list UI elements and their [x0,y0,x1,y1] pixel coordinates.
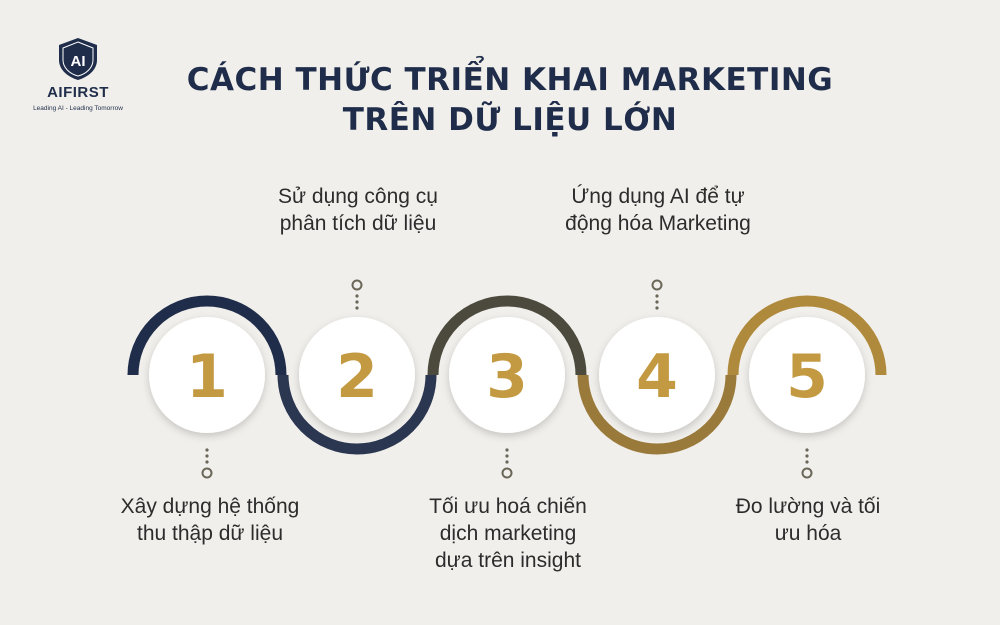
step-text-1: Xây dựng hệ thống thu thập dữ liệu [90,493,330,547]
step-2: 2 [277,279,437,455]
step-text-3: Tối ưu hoá chiến dịch marketing dựa trên… [388,493,628,574]
step-1-arc [127,295,287,376]
step-5-number: 5 [786,342,828,412]
step-2-connector [351,279,363,310]
step-3-line-1: Tối ưu hoá chiến [429,495,587,518]
step-2-number: 2 [336,342,378,412]
step-3-circle [449,317,565,433]
step-5-arc [727,295,887,376]
step-1-connector [201,448,213,479]
step-3-arc [427,295,587,376]
step-text-4: Ứng dụng AI để tự động hóa Marketing [538,183,778,237]
shield-logo-icon: AI [59,38,97,80]
logo-name: AIFIRST [47,84,109,101]
step-5-line-2: ưu hóa [774,522,842,545]
step-4-number: 4 [636,342,678,412]
step-text-2: Sử dụng công cụ phân tích dữ liệu [238,183,478,237]
step-1: 1 [127,295,287,479]
step-1-line-1: Xây dựng hệ thống [120,495,300,518]
step-2-circle [299,317,415,433]
step-1-number: 1 [186,342,228,412]
step-4-line-1: Ứng dụng AI để tự [571,185,745,208]
logo: AI AIFIRST Leading AI - Leading Tomorrow [28,36,128,112]
title-line-1: CÁCH THỨC TRIỂN KHAI MARKETING [186,62,834,98]
step-4-line-2: động hóa Marketing [565,212,751,235]
step-5-connector [801,448,813,479]
step-text-5: Đo lường và tối ưu hóa [688,493,928,547]
title-line-2: TRÊN DỮ LIỆU LỚN [342,102,678,138]
step-4-arc [577,374,737,455]
step-2-arc [277,374,437,455]
step-3-connector [501,448,513,479]
step-4-connector [651,279,663,310]
page-title: CÁCH THỨC TRIỂN KHAI MARKETING TRÊN DỮ L… [160,60,860,140]
step-5-circle [749,317,865,433]
step-2-line-1: Sử dụng công cụ [277,185,438,208]
step-5-line-1: Đo lường và tối [735,495,881,518]
step-3-line-2: dịch marketing [439,522,577,545]
step-1-circle [149,317,265,433]
step-3: 3 [427,295,587,479]
step-4-circle [599,317,715,433]
step-2-line-2: phân tích dữ liệu [279,212,437,235]
step-3-line-3: dựa trên insight [435,549,581,572]
logo-tagline: Leading AI - Leading Tomorrow [33,105,123,112]
step-1-line-2: thu thập dữ liệu [137,522,283,545]
step-4: 4 [577,279,737,455]
step-5: 5 [727,295,887,479]
step-3-number: 3 [486,342,528,412]
logo-mark-text: AI [71,53,86,70]
